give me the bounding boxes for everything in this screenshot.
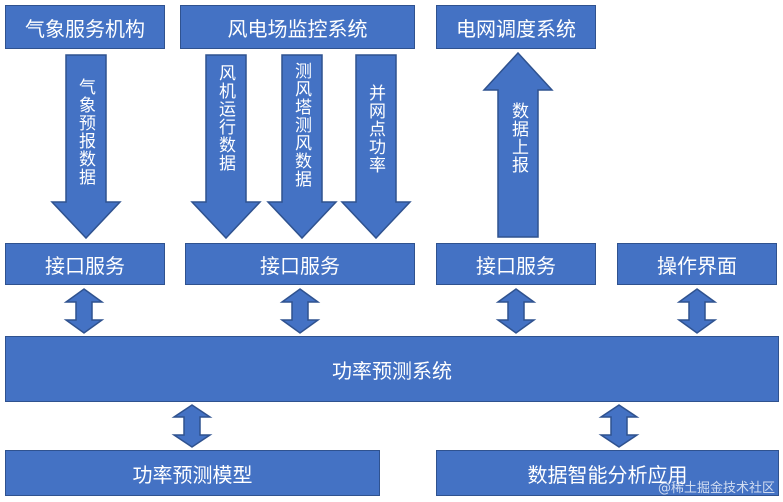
power-forecast-model-box: 功率预测模型: [5, 450, 380, 496]
data-analytics-app-label: 数据智能分析应用: [527, 462, 688, 487]
weather-data-label: 气象预报数据: [75, 78, 95, 186]
wind-farm-monitor-box: 风电场监控系统: [180, 5, 415, 49]
weather-service-box: 气象服务机构: [5, 5, 165, 49]
operation-ui-label: 操作界面: [657, 253, 737, 278]
grid-dispatch-box: 电网调度系统: [436, 5, 596, 49]
weather-data-down-arrow: [50, 54, 122, 240]
grid-power-down-arrow: [340, 54, 412, 240]
double-arrow-right: [495, 288, 537, 334]
interface-service-left-box: 接口服务: [5, 243, 165, 285]
interface-service-right-label: 接口服务: [476, 253, 556, 278]
double-arrow-model: [171, 404, 213, 448]
weather-service-label: 气象服务机构: [25, 16, 145, 41]
power-forecast-model-label: 功率预测模型: [132, 462, 253, 487]
turbine-data-down-arrow: [190, 54, 262, 240]
grid-dispatch-label: 电网调度系统: [456, 16, 576, 41]
grid-power-label: 并网点功率: [365, 84, 385, 174]
interface-service-right-box: 接口服务: [436, 243, 596, 285]
mast-data-down-arrow: [266, 54, 338, 240]
operation-ui-box: 操作界面: [617, 243, 777, 285]
power-forecast-system-box: 功率预测系统: [5, 336, 779, 402]
turbine-data-label: 风机运行数据: [215, 64, 235, 172]
interface-service-left-label: 接口服务: [45, 253, 125, 278]
double-arrow-left: [63, 288, 105, 334]
upload-label: 数据上报: [508, 102, 528, 174]
double-arrow-ui: [676, 288, 718, 334]
data-analytics-app-box: 数据智能分析应用: [436, 450, 779, 496]
watermark: @稀土掘金技术社区: [657, 481, 775, 496]
interface-service-middle-label: 接口服务: [260, 253, 340, 278]
mast-data-label: 测风塔测风数据: [291, 62, 311, 188]
double-arrow-middle: [279, 288, 321, 334]
wind-farm-monitor-label: 风电场监控系统: [227, 16, 368, 41]
interface-service-middle-box: 接口服务: [185, 243, 415, 285]
power-forecast-system-label: 功率预测系统: [332, 358, 452, 383]
double-arrow-analytics: [598, 404, 640, 448]
upload-up-arrow: [482, 51, 554, 238]
